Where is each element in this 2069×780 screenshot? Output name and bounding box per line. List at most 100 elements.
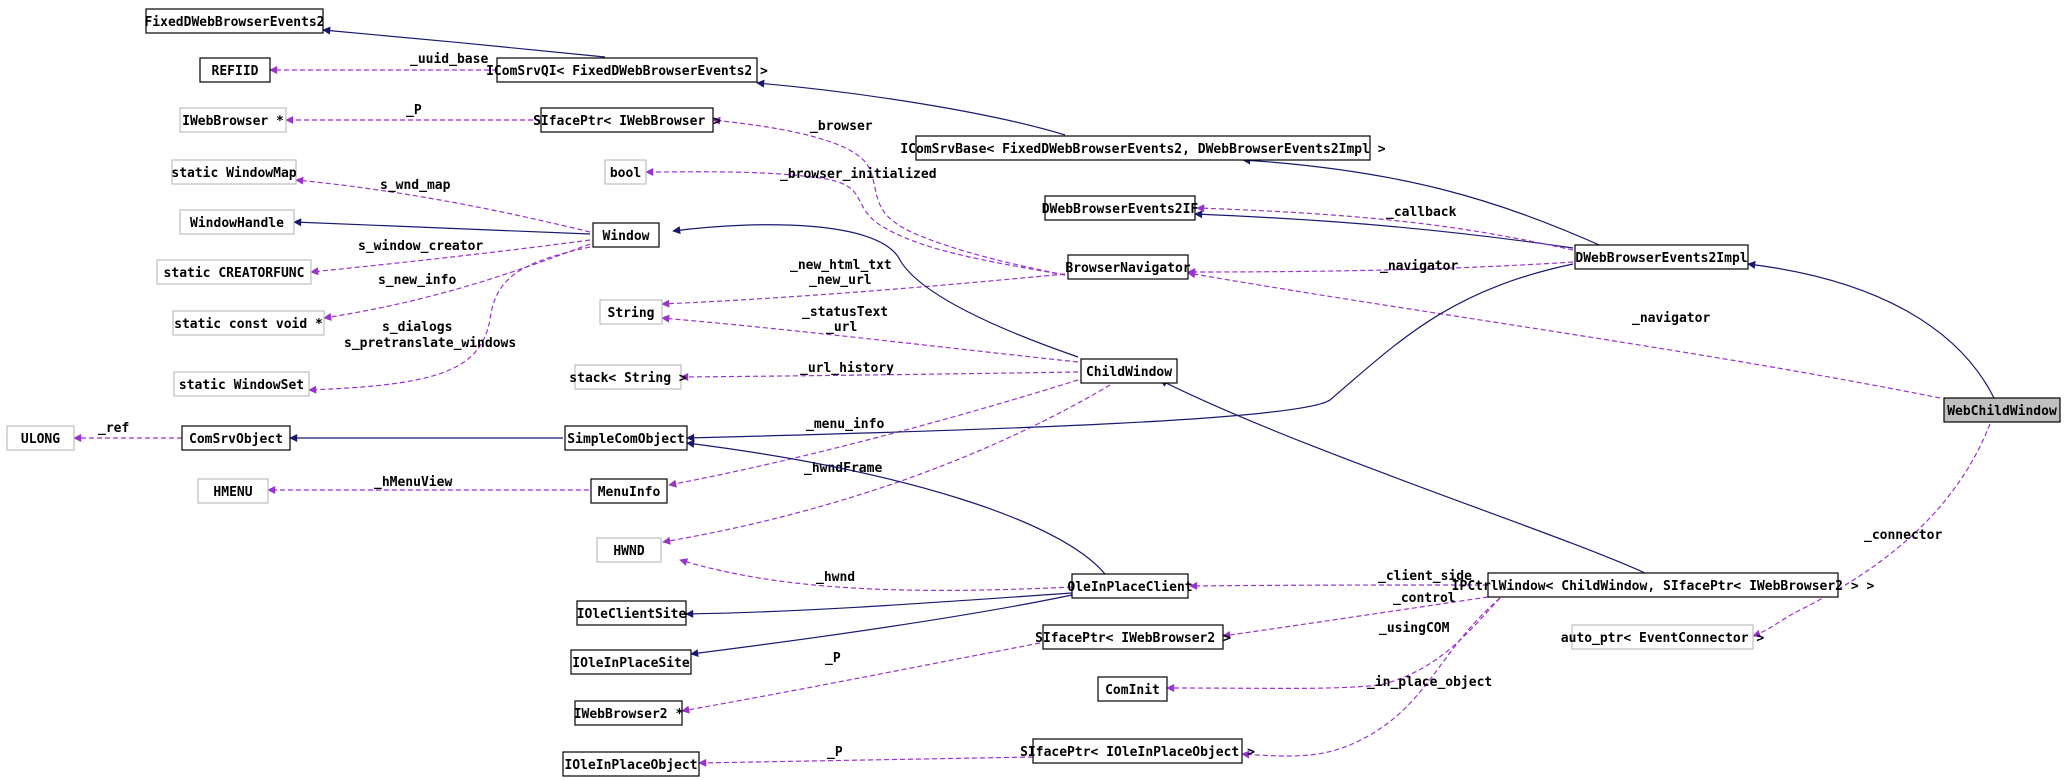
node-label: auto_ptr< EventConnector > [1561, 631, 1765, 646]
node-browsernavigator[interactable]: BrowserNavigator [1065, 254, 1191, 280]
node-iwebbrowser2-ptr[interactable]: IWebBrowser2 * [574, 700, 684, 726]
node-comsrvobject[interactable]: ComSrvObject [181, 425, 291, 451]
node-label: IOleInPlaceObject [564, 758, 697, 773]
node-window[interactable]: Window [592, 222, 660, 248]
node-dwebbrowserevents2impl[interactable]: DWebBrowserEvents2Impl [1574, 244, 1749, 270]
edge-usage-webchildwindow-navigator: _navigator [1187, 270, 1941, 399]
edge-layer: _uuid_base _P _browser _browser_initiali… [73, 26, 1995, 767]
edge-inheritance-icomsrvbase-icomsrvqi [756, 79, 1066, 136]
node-childwindow[interactable]: ChildWindow [1080, 358, 1178, 384]
node-label: WebChildWindow [1947, 404, 2057, 419]
edge-inheritance-oleinplaceclient-ioleclientsite [685, 592, 1073, 618]
node-label: SimpleComObject [567, 432, 684, 447]
node-label: IOleInPlaceSite [572, 656, 690, 671]
edge-inheritance-dwebbrowserevents2impl-simplecomobject [686, 263, 1574, 442]
edge-usage-menuinfo-hmenu: _hMenuView [267, 475, 589, 494]
node-hwnd[interactable]: HWND [596, 537, 662, 563]
edge-usage-sifaceptr-iwebbrowser: _P [285, 103, 541, 124]
node-oleinplaceclient[interactable]: OleInPlaceClient [1067, 573, 1193, 599]
node-ioleinplacesite[interactable]: IOleInPlaceSite [570, 649, 692, 675]
edge-usage-window-wnd-map: s_wnd_map [295, 176, 591, 233]
edge-label-ref: _ref [98, 421, 129, 436]
node-webchildwindow[interactable]: WebChildWindow [1943, 397, 2061, 423]
edge-label-p-2: _P [825, 651, 841, 666]
edge-inheritance-childwindow-window [672, 224, 1079, 358]
node-iwebbrowser-ptr[interactable]: IWebBrowser * [179, 107, 287, 133]
node-label: IComSrvBase< FixedDWebBrowserEvents2, DW… [900, 142, 1385, 157]
edge-usage-window-new-info: s_new_info [323, 243, 591, 321]
node-layer: FixedDWebBrowserEvents2 REFIID IComSrvQI… [6, 8, 2061, 777]
node-label: IWebBrowser * [182, 114, 284, 129]
node-label: IComSrvQI< FixedDWebBrowserEvents2 > [486, 64, 768, 79]
node-static-windowset[interactable]: static WindowSet [173, 371, 310, 397]
edge-inheritance-ipctrlwindow-childwindow [1159, 379, 1646, 574]
node-auto-ptr-eventconnector[interactable]: auto_ptr< EventConnector > [1561, 624, 1765, 650]
node-label: ULONG [21, 432, 60, 447]
node-label: IPCtrlWindow< ChildWindow, SIfacePtr< IW… [1452, 579, 1875, 594]
node-label: Window [603, 229, 650, 244]
node-label: REFIID [212, 64, 259, 79]
edge-usage-childwindow-menu-info: _menu_info [668, 379, 1079, 488]
node-ioleclientsite[interactable]: IOleClientSite [576, 600, 687, 626]
node-simplecomobject[interactable]: SimpleComObject [564, 425, 688, 451]
node-ioleinplaceobject[interactable]: IOleInPlaceObject [562, 751, 700, 777]
node-label: HWND [613, 544, 644, 559]
edge-usage-window-window-creator: s_window_creator [310, 239, 591, 276]
node-sifaceptr-iwebbrowser[interactable]: SIfacePtr< IWebBrowser > [533, 107, 721, 133]
node-static-const-void[interactable]: static const void * [172, 310, 325, 336]
edge-usage-webchildwindow-connector: _connector [1752, 423, 1991, 638]
edge-usage-browsernavigator-new-html-txt: _new_html_txt _new_url [661, 258, 1066, 308]
edge-label-p-3: _P [827, 745, 843, 760]
edge-usage-icomsrvqi-refiid: _uuid_base [269, 52, 497, 74]
edge-usage-browsernavigator-browser: _browser [712, 116, 1066, 276]
edge-usage-window-dialogs: s_dialogs s_pretranslate_windows [308, 246, 591, 394]
edge-usage-dwebbrowserevents2impl-navigator: _navigator [1187, 259, 1574, 276]
node-windowhandle[interactable]: WindowHandle [179, 209, 295, 235]
edge-inheritance-icomsrvqi-fixeddwebbrowserevents2 [322, 26, 606, 58]
node-dwebbrowserevents2if[interactable]: DWebBrowserEvents2IF [1042, 195, 1199, 221]
node-label: static WindowSet [179, 378, 304, 393]
node-static-windowmap[interactable]: static WindowMap [171, 159, 297, 185]
node-label: SIfacePtr< IWebBrowser2 > [1035, 631, 1231, 646]
edge-label-s-dialogs: s_dialogs s_pretranslate_windows [344, 320, 516, 351]
node-bool[interactable]: bool [604, 159, 647, 185]
node-icomsrvbase[interactable]: IComSrvBase< FixedDWebBrowserEvents2, DW… [900, 135, 1386, 161]
node-static-creatorfunc[interactable]: static CREATORFUNC [156, 259, 312, 285]
edge-label-browser: _browser [810, 119, 873, 134]
node-label: ComSrvObject [189, 432, 283, 447]
edge-usage-childwindow-url-history: _url_history [680, 361, 1079, 381]
node-ulong[interactable]: ULONG [6, 425, 75, 451]
edge-usage-comsrvobject-ref: _ref [73, 421, 182, 442]
edge-label-p: _P [406, 103, 422, 118]
edge-label-url-history: _url_history [800, 361, 894, 376]
node-label: WindowHandle [190, 216, 284, 231]
node-label: OleInPlaceClient [1067, 580, 1192, 595]
edge-label-in-place-object: _in_place_object [1367, 675, 1492, 690]
edge-usage-dwebbrowserevents2impl-callback: _callback [1196, 204, 1574, 251]
node-icomsrvqi[interactable]: IComSrvQI< FixedDWebBrowserEvents2 > [486, 57, 768, 83]
node-label: FixedDWebBrowserEvents2 [144, 15, 324, 30]
node-string[interactable]: String [599, 299, 663, 325]
node-label: IOleClientSite [577, 607, 687, 622]
node-menuinfo[interactable]: MenuInfo [590, 478, 668, 504]
node-label: MenuInfo [598, 485, 661, 500]
node-ipctrlwindow[interactable]: IPCtrlWindow< ChildWindow, SIfacePtr< IW… [1452, 572, 1875, 598]
node-fixeddwebbrowserevents2[interactable]: FixedDWebBrowserEvents2 [144, 8, 325, 34]
edge-label-menu-info: _menu_info [806, 417, 884, 432]
edge-usage-sifaceptr-ioleinplaceobject-p: _P [698, 745, 1034, 767]
edge-inheritance-dwebbrowserevents2impl-dwebbrowserevents2if [1194, 210, 1574, 249]
node-stack-string[interactable]: stack< String > [569, 364, 687, 390]
node-sifaceptr-iwebbrowser2[interactable]: SIfacePtr< IWebBrowser2 > [1035, 624, 1231, 650]
node-hmenu[interactable]: HMENU [197, 478, 269, 504]
node-label: DWebBrowserEvents2IF [1042, 202, 1199, 217]
node-label: IWebBrowser2 * [574, 707, 684, 722]
edge-inheritance-oleinplaceclient-ioleinplacesite [690, 594, 1073, 658]
node-label: HMENU [213, 485, 252, 500]
node-sifaceptr-ioleinplaceobject[interactable]: SIfacePtr< IOleInPlaceObject > [1020, 738, 1255, 764]
node-cominit[interactable]: ComInit [1097, 676, 1168, 702]
edge-usage-childwindow-hwndframe: _hwndFrame [662, 384, 1111, 545]
node-refiid[interactable]: REFIID [199, 57, 271, 83]
node-label: bool [610, 166, 641, 181]
edge-label-new-html-txt: _new_html_txt _new_url [790, 258, 900, 288]
